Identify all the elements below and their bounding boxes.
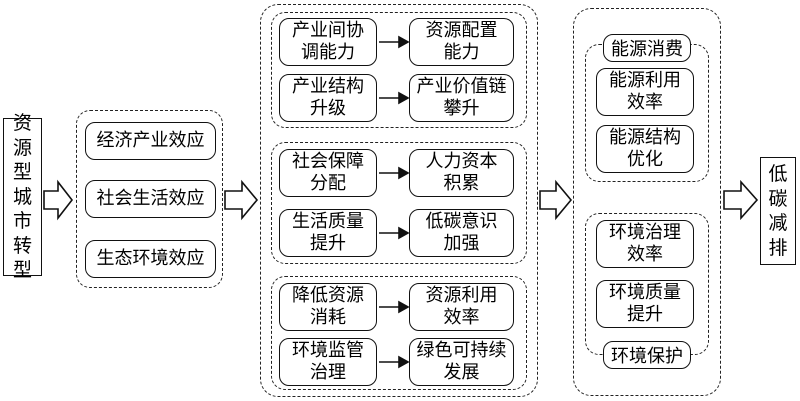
mech-label-econ-1-right: 资源配置能力 — [425, 20, 498, 63]
mech-arrow-head-4 — [398, 226, 410, 240]
mech-label-social-1-right: 人力资本积累 — [425, 151, 498, 194]
mech-label-econ-2-right: 产业价值链攀升 — [416, 76, 507, 119]
energy-title: 能源消费 — [611, 39, 683, 60]
environment-title: 环境保护 — [611, 346, 683, 367]
mech-box-eco-2-left: 环境监管治理 — [279, 338, 377, 386]
environment-item-1-box: 环境治理效率 — [596, 220, 694, 268]
mech-label-social-2-left: 生活质量提升 — [292, 211, 364, 254]
stage-arrow-2 — [224, 179, 259, 221]
mech-label-social-1-left: 社会保障分配 — [292, 151, 364, 194]
environment-item-2-label: 环境质量提升 — [609, 282, 681, 325]
mechanisms-economic-group — [271, 12, 527, 128]
mech-arrow-head-6 — [398, 355, 410, 369]
mech-label-eco-1-right: 资源利用效率 — [425, 285, 498, 328]
mech-box-econ-2-left: 产业结构升级 — [279, 74, 377, 122]
mech-box-eco-1-right: 资源利用效率 — [409, 283, 514, 331]
target-box: 低碳减排 — [760, 157, 796, 265]
mech-arrow-head-1 — [398, 35, 410, 49]
effect-box-economic: 经济产业效应 — [85, 122, 216, 160]
source-box: 资源型城市转型 — [3, 112, 42, 281]
mech-label-eco-2-right: 绿色可持续发展 — [416, 340, 507, 383]
stage-arrow-4 — [723, 179, 759, 221]
mechanisms-social-group — [271, 142, 527, 264]
target-label: 低碳减排 — [768, 163, 788, 259]
effect-box-ecological: 生态环境效应 — [85, 240, 216, 278]
source-label: 资源型城市转型 — [13, 112, 33, 282]
mech-label-eco-1-left: 降低资源消耗 — [292, 285, 364, 328]
effect-box-social: 社会生活效应 — [85, 180, 216, 218]
stage-arrow-3 — [539, 179, 573, 221]
energy-item-2-box: 能源结构优化 — [596, 125, 694, 173]
mech-box-social-2-left: 生活质量提升 — [279, 209, 377, 257]
mechanisms-outer-group — [260, 4, 538, 397]
mech-label-eco-2-left: 环境监管治理 — [292, 340, 364, 383]
mech-arrow-head-5 — [398, 300, 410, 314]
stage-arrow-1 — [43, 179, 74, 221]
mech-box-econ-1-left: 产业间协调能力 — [279, 18, 377, 66]
environment-item-1-label: 环境治理效率 — [609, 222, 681, 265]
environment-title-box: 环境保护 — [603, 341, 691, 369]
mech-box-econ-1-right: 资源配置能力 — [409, 18, 514, 66]
mech-box-eco-1-left: 降低资源消耗 — [279, 283, 377, 331]
mech-arrow-head-2 — [398, 91, 410, 105]
energy-title-box: 能源消费 — [603, 34, 691, 62]
effect-label-economic: 经济产业效应 — [96, 130, 205, 151]
energy-item-1-box: 能源利用效率 — [596, 68, 694, 116]
outcomes-outer-group — [573, 8, 721, 396]
energy-item-2-label: 能源结构优化 — [609, 127, 681, 170]
mech-box-econ-2-right: 产业价值链攀升 — [409, 74, 514, 122]
mech-box-social-2-right: 低碳意识加强 — [409, 209, 514, 257]
mech-label-econ-2-left: 产业结构升级 — [292, 76, 364, 119]
energy-item-1-label: 能源利用效率 — [609, 70, 681, 113]
mech-box-social-1-left: 社会保障分配 — [279, 149, 377, 197]
mech-arrow-head-3 — [398, 166, 410, 180]
mech-label-econ-1-left: 产业间协调能力 — [292, 20, 364, 63]
mech-box-eco-2-right: 绿色可持续发展 — [409, 338, 514, 386]
mech-box-social-1-right: 人力资本积累 — [409, 149, 514, 197]
effect-label-ecological: 生态环境效应 — [96, 248, 205, 269]
effects-group — [76, 110, 223, 288]
mech-label-social-2-right: 低碳意识加强 — [425, 211, 498, 254]
effect-label-social: 社会生活效应 — [96, 188, 205, 209]
mechanisms-ecological-group — [271, 276, 527, 390]
environment-item-2-box: 环境质量提升 — [596, 280, 694, 328]
